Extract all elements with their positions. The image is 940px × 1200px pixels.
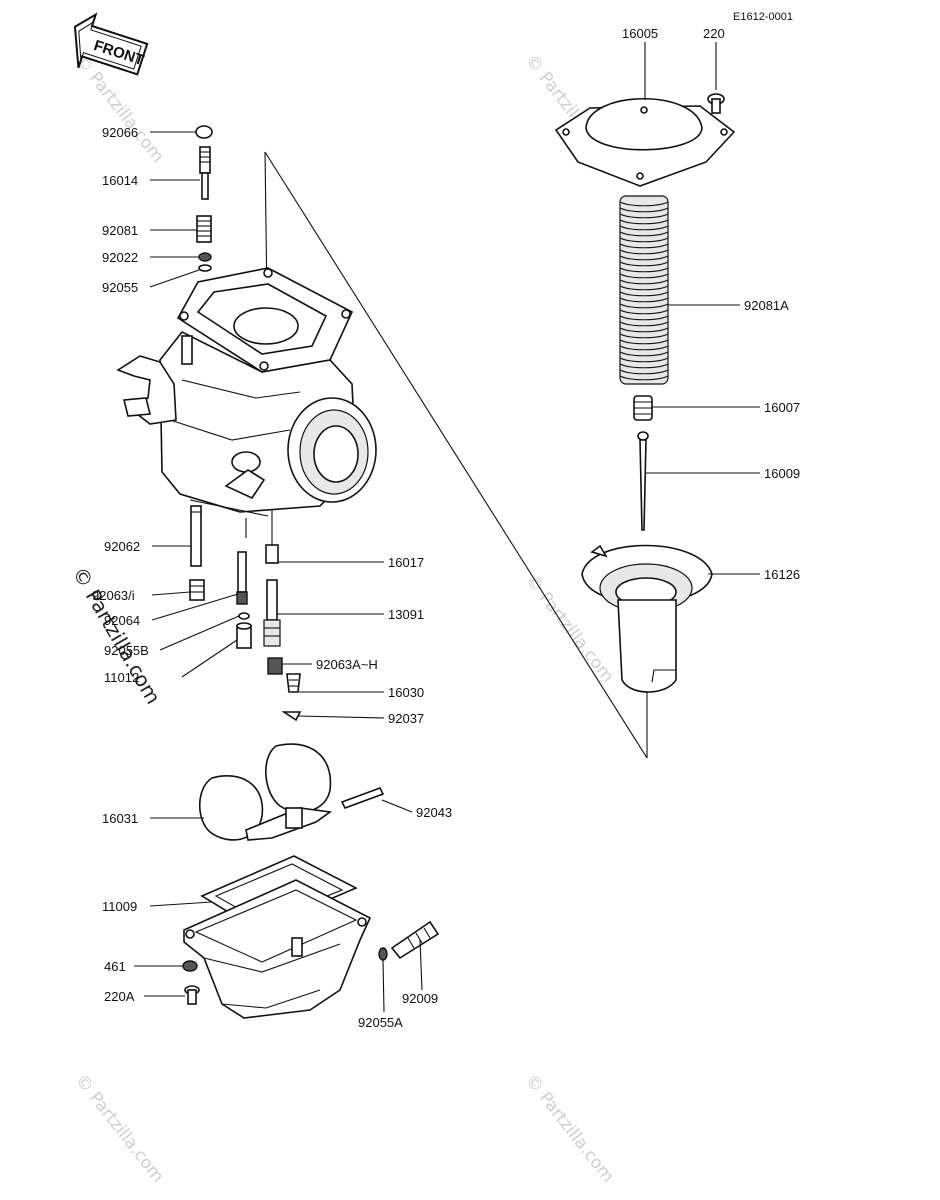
spring-coil	[619, 237, 669, 243]
label-11009: 11009	[102, 899, 137, 914]
label-16009: 16009	[764, 466, 800, 481]
part-16031-float[interactable]	[199, 743, 333, 841]
spring-coil	[619, 243, 669, 249]
part-11012-cap[interactable]	[236, 622, 252, 649]
part-92043-pin[interactable]	[340, 787, 385, 809]
diagram-code: E1612-0001	[733, 11, 793, 23]
spring-coil	[619, 339, 669, 345]
spring-coil	[619, 363, 669, 369]
part-carburetor-body	[116, 267, 377, 517]
front-arrow-badge: FRONT	[73, 12, 149, 76]
label-92064: 92064	[104, 613, 140, 628]
part-92055a-oring[interactable]	[378, 947, 388, 961]
part-float-bowl	[183, 879, 372, 1019]
label-13091: 13091	[388, 607, 424, 622]
spring-coil	[619, 315, 669, 321]
label-11012: 11012	[104, 670, 139, 685]
label-92055a: 92055A	[358, 1015, 403, 1030]
spring-coil	[619, 297, 669, 303]
label-16007: 16007	[764, 400, 800, 415]
spring-coil	[619, 255, 669, 261]
part-92022-washer[interactable]	[198, 252, 212, 262]
label-92037: 92037	[388, 711, 424, 726]
spring-coil	[619, 357, 669, 363]
label-16126: 16126	[764, 567, 800, 582]
spring-coil	[619, 321, 669, 327]
label-92063ah: 92063A~H	[316, 657, 378, 672]
part-220-screw[interactable]	[707, 93, 725, 114]
label-461: 461	[104, 959, 126, 974]
part-13091-needle-jet[interactable]	[263, 579, 281, 647]
part-92063ah-main-jet[interactable]	[267, 657, 283, 675]
spring-coil	[619, 285, 669, 291]
part-16017-main-jet[interactable]	[265, 510, 279, 564]
label-92063i: 92063/i	[92, 588, 135, 603]
spring-coil	[619, 207, 669, 213]
spring-coil	[619, 273, 669, 279]
part-461-washer[interactable]	[182, 960, 198, 972]
label-92055: 92055	[102, 280, 138, 295]
label-92022: 92022	[102, 250, 138, 265]
part-92055b-oring[interactable]	[238, 612, 250, 620]
watermark-dark: © Partzilla.com	[68, 563, 166, 709]
spring-coil	[619, 333, 669, 339]
part-16014-screw[interactable]	[199, 146, 211, 200]
watermarks: © Partzilla.com © Partzilla.com © Partzi…	[68, 51, 618, 1187]
label-16030: 16030	[388, 685, 424, 700]
label-220a: 220A	[104, 989, 135, 1004]
spring-coil	[619, 225, 669, 231]
spring-coil	[619, 303, 669, 309]
label-92066: 92066	[102, 125, 138, 140]
spring-coil	[619, 261, 669, 267]
part-92055-oring[interactable]	[198, 264, 212, 272]
label-92009: 92009	[402, 991, 438, 1006]
spring-coil	[619, 291, 669, 297]
spring-coil	[619, 375, 669, 381]
spring-coil	[619, 351, 669, 357]
watermark: © Partzilla.com	[71, 1071, 168, 1187]
part-16007-needle-clip[interactable]	[633, 395, 653, 421]
part-16005-top-cover[interactable]	[554, 97, 736, 187]
part-16126-diaphragm-slide[interactable]	[581, 544, 713, 693]
spring-coil	[619, 267, 669, 273]
part-92009-drain-screw[interactable]	[390, 920, 440, 960]
spring-coil	[619, 279, 669, 285]
label-92062: 92062	[104, 539, 140, 554]
watermark: © Partzilla.com	[521, 1071, 618, 1187]
part-16030-float-valve[interactable]	[286, 673, 301, 693]
part-92064-needle[interactable]	[236, 518, 248, 605]
part-92062-jet-holder[interactable]	[190, 505, 202, 567]
leader-lines	[134, 42, 760, 1013]
label-92055b: 92055B	[104, 643, 149, 658]
part-16009-jet-needle[interactable]	[637, 431, 649, 531]
label-92081: 92081	[102, 223, 138, 238]
label-16017: 16017	[388, 555, 424, 570]
spring-coil	[619, 219, 669, 225]
label-92081a: 92081A	[744, 298, 789, 313]
spring-coil	[619, 345, 669, 351]
part-labels: 92066 16014 92081 92022 92055 92062 9206…	[92, 26, 800, 1030]
spring-coil	[619, 309, 669, 315]
spring-coil	[619, 327, 669, 333]
part-92037-clip[interactable]	[281, 711, 302, 722]
label-16014: 16014	[102, 173, 138, 188]
label-16031: 16031	[102, 811, 138, 826]
spring-coil	[619, 213, 669, 219]
spring-coil	[619, 231, 669, 237]
part-220a-screw[interactable]	[184, 985, 200, 1005]
part-92081-spring[interactable]	[196, 215, 212, 243]
label-220: 220	[703, 26, 725, 41]
spring-coil	[619, 201, 669, 207]
spring-coil	[619, 249, 669, 255]
part-92063i-pilot-jet[interactable]	[189, 579, 205, 601]
part-92066-cap[interactable]	[195, 125, 213, 139]
label-16005: 16005	[622, 26, 658, 41]
spring-coil	[619, 369, 669, 375]
label-92043: 92043	[416, 805, 452, 820]
part-92081a-spring[interactable]	[619, 195, 669, 385]
